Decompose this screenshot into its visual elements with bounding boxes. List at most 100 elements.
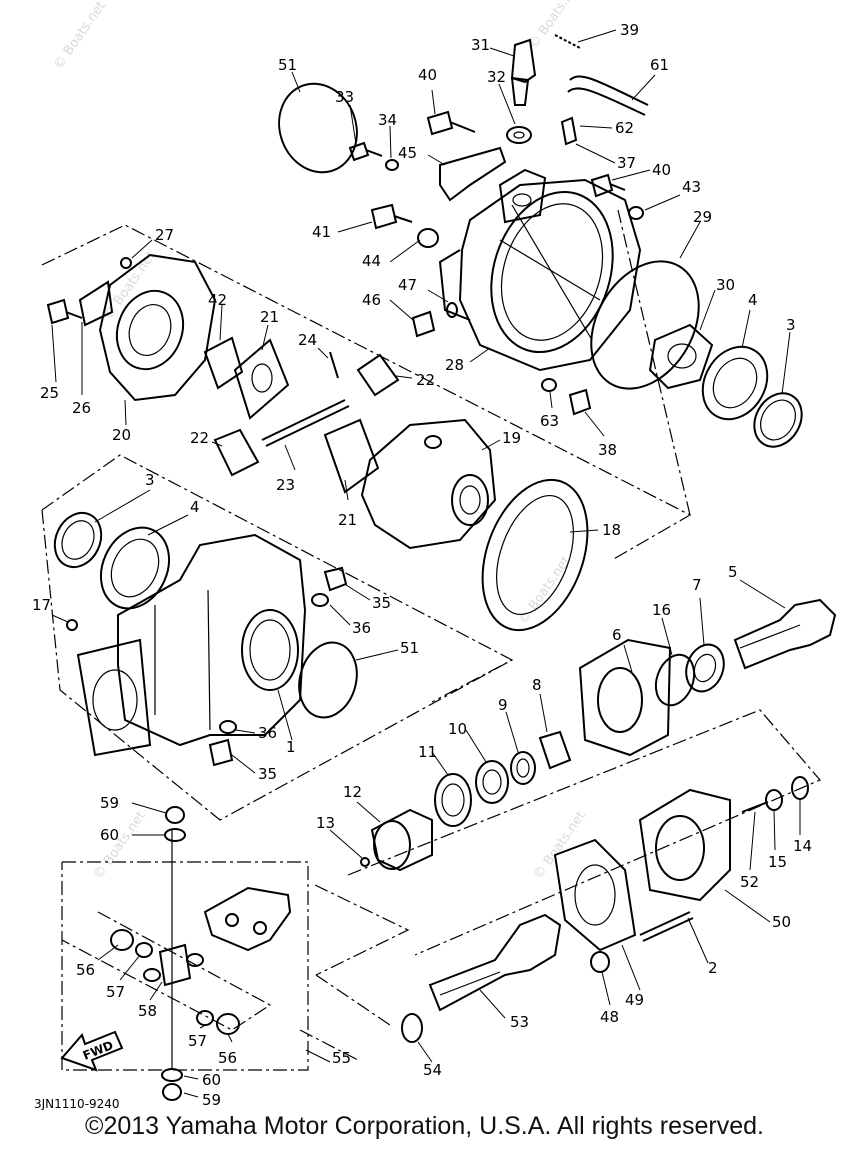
callout: 51 <box>400 639 419 657</box>
figure-code: 3JN1110-9240 <box>34 1097 120 1110</box>
callout: 43 <box>682 178 701 196</box>
callout: 20 <box>112 426 131 444</box>
o-ring-51-mid <box>298 641 358 719</box>
watermark: © Boats.net <box>51 0 109 72</box>
callout: 35 <box>258 765 277 783</box>
drive-shaft-53 <box>428 913 562 1012</box>
callout: 30 <box>716 276 735 294</box>
callout: 60 <box>202 1071 221 1089</box>
callout: 50 <box>772 913 791 931</box>
universal-joint-spider <box>143 830 204 1070</box>
circlip-54 <box>401 1013 423 1043</box>
callout: 21 <box>338 511 357 529</box>
callout: 6 <box>612 626 622 644</box>
seal-3-bearing-4-left <box>53 511 171 610</box>
callout: 23 <box>276 476 295 494</box>
gear-case-cover <box>438 168 642 372</box>
callouts: 39 31 61 51 40 32 33 34 62 45 37 40 43 2… <box>32 21 812 1109</box>
callout: 40 <box>418 66 437 84</box>
watermark: © Boats.net <box>91 809 149 883</box>
callout: 59 <box>202 1091 221 1109</box>
callout: 22 <box>190 429 209 447</box>
callout: 10 <box>448 720 467 738</box>
callout: 62 <box>615 119 634 137</box>
callout: 14 <box>793 837 812 855</box>
callout: 18 <box>602 521 621 539</box>
gasket-17 <box>66 619 152 757</box>
fwd-arrow: FWD <box>60 1030 124 1072</box>
pinion-shaft-5 <box>733 598 837 670</box>
callout: 57 <box>188 1032 207 1050</box>
plugs-35-36 <box>208 566 348 767</box>
callout: 7 <box>692 576 702 594</box>
callout: 56 <box>218 1049 237 1067</box>
watermark: © Boats.net <box>516 554 574 628</box>
callout: 26 <box>72 399 91 417</box>
callout: 44 <box>362 252 381 270</box>
exploded-parts-diagram: © Boats.net © Boats.net © Boats.net © Bo… <box>32 0 837 1110</box>
bolts-upper <box>348 110 644 416</box>
bearing-housing-6 <box>578 638 696 757</box>
differential-gears <box>203 336 400 494</box>
callout: 54 <box>423 1061 442 1079</box>
differential-case-19 <box>360 418 497 550</box>
copyright-notice: ©2013 Yamaha Motor Corporation, U.S.A. A… <box>85 1112 764 1140</box>
gasket-49 <box>553 838 637 952</box>
callout: 56 <box>76 961 95 979</box>
callout: 53 <box>510 1013 529 1031</box>
callout: 36 <box>258 724 277 742</box>
callout: 36 <box>352 619 371 637</box>
callout: 60 <box>100 826 119 844</box>
callout: 37 <box>617 154 636 172</box>
callout: 29 <box>693 208 712 226</box>
callout: 39 <box>620 21 639 39</box>
callout: 9 <box>498 696 508 714</box>
coupling-gear-12 <box>360 808 433 872</box>
callout: 57 <box>106 983 125 1001</box>
callout: 24 <box>298 331 317 349</box>
callout: 47 <box>398 276 417 294</box>
o-ring-51-top <box>278 82 358 174</box>
callout: 46 <box>362 291 381 309</box>
o-ring-29 <box>590 260 700 390</box>
ring-gear-18 <box>481 478 589 632</box>
main-housing-1 <box>117 533 307 747</box>
callout: 5 <box>728 563 738 581</box>
callout: 38 <box>598 441 617 459</box>
callout: 2 <box>708 959 718 977</box>
callout: 45 <box>398 144 417 162</box>
universal-joint-yoke <box>203 886 292 952</box>
callout: 28 <box>445 356 464 374</box>
bearing-housing-20 <box>46 253 217 402</box>
callout: 13 <box>316 814 335 832</box>
callout: 25 <box>40 384 59 402</box>
collar-bearing-seal-8-11 <box>434 730 572 827</box>
callout: 42 <box>208 291 227 309</box>
bolts-52-15-14 <box>741 776 809 813</box>
callout: 21 <box>260 308 279 326</box>
stud-2-nut-48 <box>590 911 694 973</box>
fwd-label: FWD <box>81 1038 115 1063</box>
callout: 33 <box>335 88 354 106</box>
final-drive-housing-50 <box>638 788 731 902</box>
callout: 63 <box>540 412 559 430</box>
callout: 61 <box>650 56 669 74</box>
callout: 52 <box>740 873 759 891</box>
breather-parts <box>506 34 649 146</box>
callout: 41 <box>312 223 331 241</box>
callout: 22 <box>416 371 435 389</box>
callout: 3 <box>786 316 796 334</box>
ring-gear-30-bearing-4-seal-3 <box>648 323 803 448</box>
callout: 34 <box>378 111 397 129</box>
callout: 4 <box>190 498 200 516</box>
callout: 27 <box>155 226 174 244</box>
callout: 17 <box>32 596 51 614</box>
callout: 15 <box>768 853 787 871</box>
callout: 12 <box>343 783 362 801</box>
callout: 19 <box>502 429 521 447</box>
callout: 11 <box>418 743 437 761</box>
callout: 8 <box>532 676 542 694</box>
callout: 1 <box>286 738 296 756</box>
callout: 55 <box>332 1049 351 1067</box>
callout: 51 <box>278 56 297 74</box>
